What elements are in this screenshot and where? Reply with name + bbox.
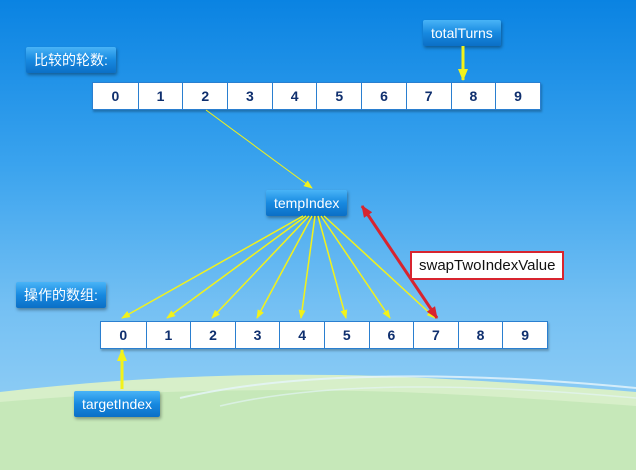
top-row-cell: 4 [271,83,317,109]
bottom-row-cell: 7 [413,322,458,348]
bottom-row-cell: 9 [502,322,547,348]
bottom-row-cell: 2 [190,322,235,348]
top-row-cell: 7 [405,83,451,109]
top-row-cell: 0 [111,88,120,104]
bottom-row-cell: 1 [145,322,191,348]
bottom-row-cell: 3 [234,322,280,348]
compare-rounds-label: 比较的轮数: [26,47,116,73]
bottom-row-cell: 6 [368,322,414,348]
operate-array-label: 操作的数组: [16,282,106,308]
top-row-cell: 9 [495,83,540,109]
swap-two-index-value-label: swapTwoIndexValue [410,251,565,280]
top-row-cell: 2 [182,83,227,109]
top-row-cell: 5 [316,83,361,109]
bottom-row-cell: 5 [323,322,369,348]
bottom-row-cell: 0 [119,327,128,343]
top-row-cell: 6 [361,83,406,109]
total-turns-label: totalTurns [423,20,501,46]
top-row-cell: 3 [227,83,272,109]
bottom-row-cell: 4 [279,322,324,348]
top-row-cell: 8 [450,83,496,109]
target-index-label: targetIndex [74,391,161,417]
top-row-cell: 1 [137,83,183,109]
temp-index-label: tempIndex [266,190,348,216]
bottom-row-cell: 8 [457,322,503,348]
